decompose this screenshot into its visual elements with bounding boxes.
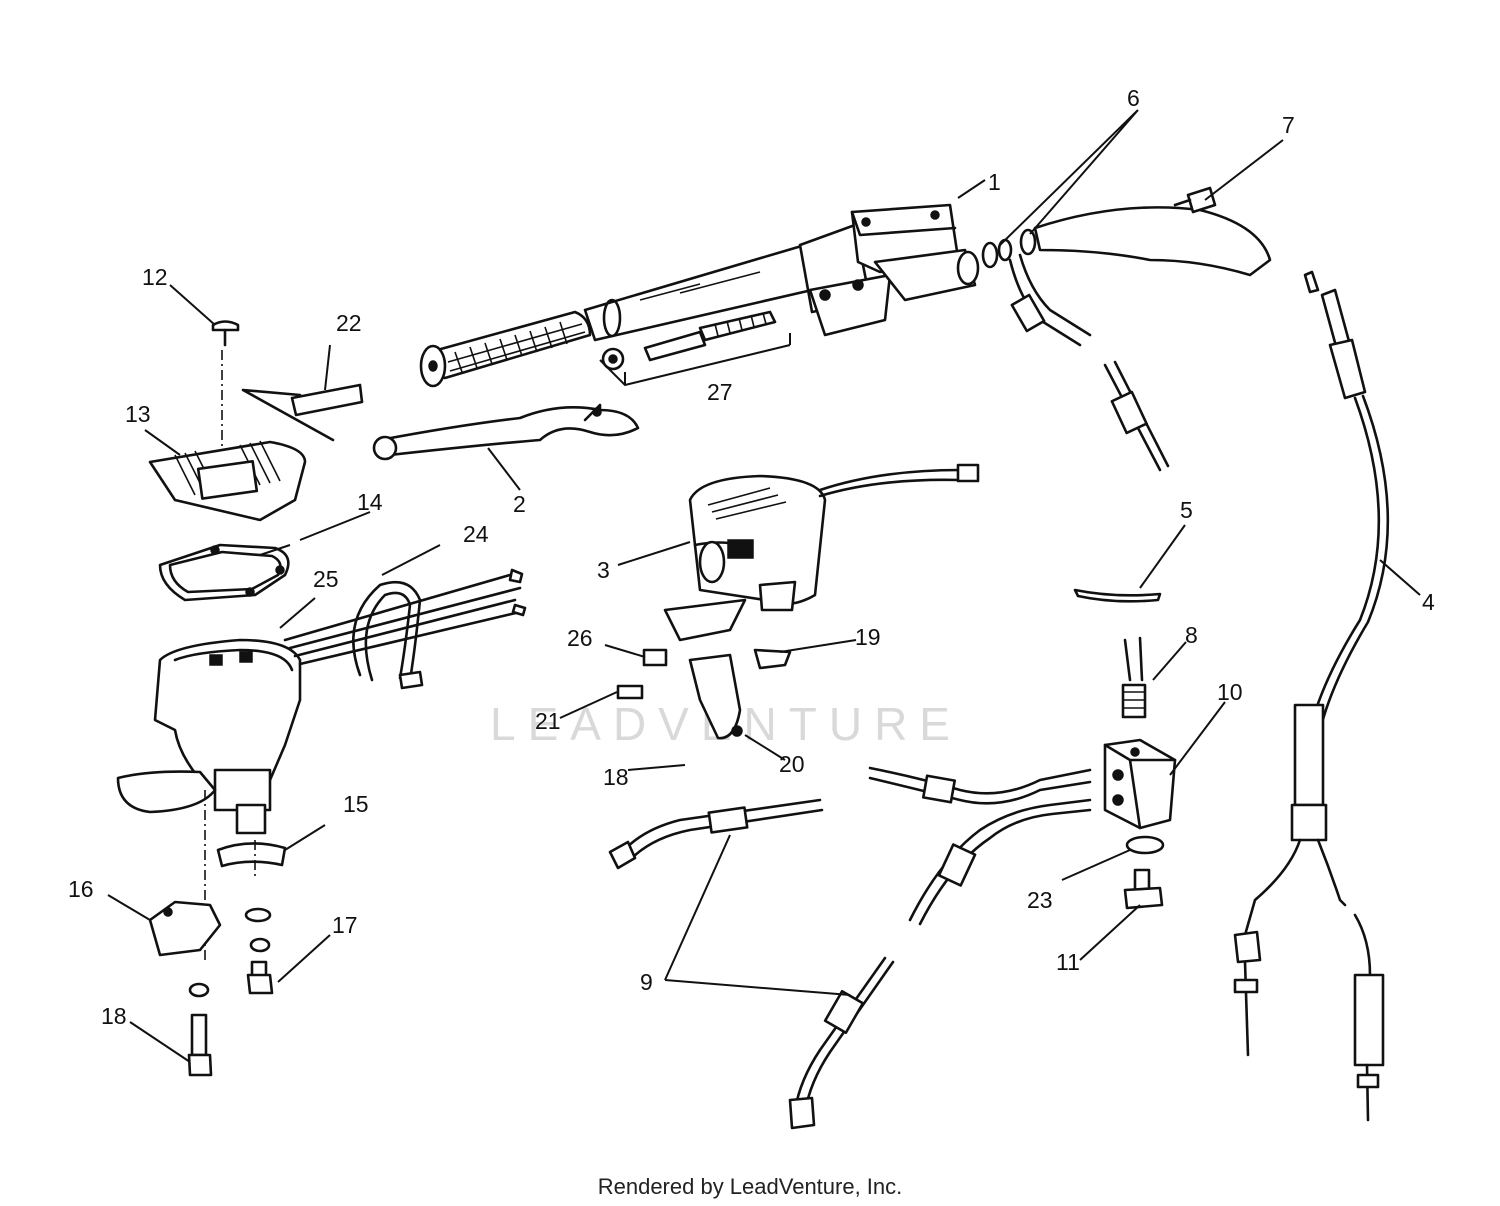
- callout-22: 22: [336, 310, 362, 336]
- callout-2: 2: [513, 491, 526, 517]
- callout-3: 3: [597, 557, 610, 583]
- crossover-tube: [1073, 588, 1162, 603]
- master-cylinder: [798, 203, 980, 337]
- banjo-hose: [981, 186, 1272, 347]
- callout-5: 5: [1180, 497, 1193, 523]
- callout-1: 1: [988, 169, 1001, 195]
- callout-12: 12: [142, 264, 168, 290]
- callout-26: 26: [567, 625, 593, 651]
- callout-27: 27: [707, 379, 733, 405]
- callout-4: 4: [1422, 589, 1435, 615]
- callout-13: 13: [125, 401, 151, 427]
- callout-11: 11: [1056, 949, 1080, 975]
- callout-23: 23: [1027, 887, 1053, 913]
- throttle-switch-housing: [663, 463, 980, 642]
- callout-18-left: 18: [101, 1003, 127, 1029]
- callout-6: 6: [1127, 85, 1140, 111]
- left-switch-housing: [116, 568, 527, 835]
- callout-labels: 1 2 3 4 5 6 7 8 9 10 11 12 13 14 15 16 1…: [68, 85, 1435, 1029]
- callout-7: 7: [1282, 112, 1295, 138]
- callout-19: 19: [855, 624, 881, 650]
- brake-tee-block: [1103, 636, 1177, 910]
- callout-20: 20: [779, 751, 805, 777]
- callout-24: 24: [463, 521, 489, 547]
- callout-17: 17: [332, 912, 358, 938]
- hose-fragment: [1103, 360, 1170, 472]
- callout-15: 15: [343, 791, 369, 817]
- callout-16: 16: [68, 876, 94, 902]
- callout-25: 25: [313, 566, 339, 592]
- callout-18-center: 18: [603, 764, 629, 790]
- footer-credit: Rendered by LeadVenture, Inc.: [597, 1174, 903, 1199]
- brake-lines: [608, 798, 895, 1130]
- callout-21: 21: [535, 708, 561, 734]
- left-cover-parts: [148, 320, 364, 602]
- handlebar-assembly: [419, 243, 814, 388]
- callout-10: 10: [1217, 679, 1243, 705]
- switch-small-parts: [616, 648, 792, 740]
- tee-hoses: [868, 766, 1092, 926]
- brake-lever: [372, 403, 640, 461]
- throttle-cable: [1233, 270, 1390, 1122]
- callout-14: 14: [357, 489, 383, 515]
- callout-9: 9: [640, 969, 653, 995]
- piston-kit: [599, 310, 791, 387]
- left-lower-parts: [148, 790, 287, 1077]
- leader-lines: [107, 109, 1421, 1063]
- callout-8: 8: [1185, 622, 1198, 648]
